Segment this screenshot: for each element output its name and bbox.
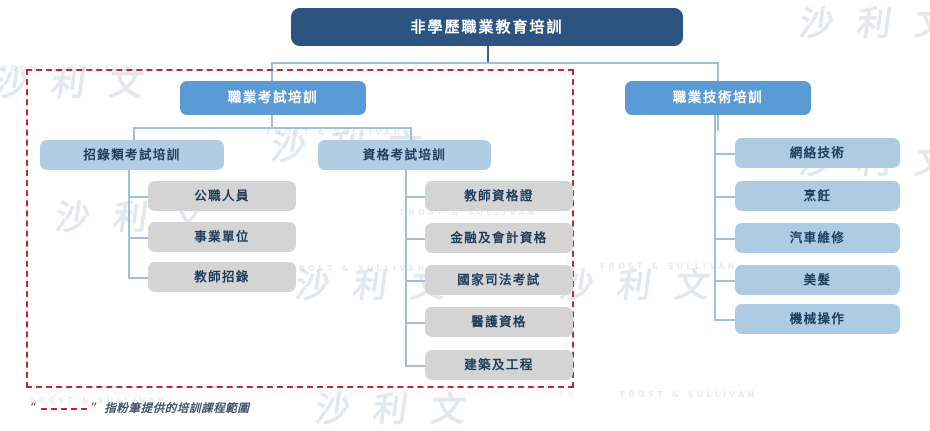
node-label: 烹飪: [803, 188, 832, 204]
watermark-cjk: 沙 利 文: [312, 390, 475, 430]
connector-to-qualification: [410, 127, 412, 141]
list-item[interactable]: 事業單位: [148, 222, 296, 252]
node-skill-training-label: 職業技術培訓: [672, 89, 764, 106]
connector-to-exam-branch: [271, 62, 273, 84]
watermark-latin: FROST & SULLIVAN: [600, 262, 738, 271]
node-label: 汽車維修: [789, 230, 846, 246]
connector-exam-stem: [271, 114, 273, 128]
watermark-latin: FROST & SULLIVAN: [2, 64, 140, 73]
watermark-latin: FROST & SULLIVAN: [266, 128, 404, 137]
connector-qualification-stub: [405, 238, 425, 240]
node-label: 教師資格證: [464, 188, 534, 204]
connector-skill-stub: [714, 153, 735, 155]
node-qualification-exam-training[interactable]: 資格考試培訓: [318, 140, 491, 170]
dashed-line-swatch-icon: [40, 408, 87, 410]
connector-root-bus: [271, 62, 718, 64]
connector-root-stem: [487, 45, 489, 63]
node-label: 網絡技術: [789, 145, 846, 161]
open-quote: “: [30, 400, 37, 416]
node-qualification-exam-training-label: 資格考試培訓: [362, 147, 447, 163]
node-label: 醫護資格: [471, 314, 527, 330]
connector-recruit-trunk: [128, 170, 130, 277]
connector-recruit-stub: [128, 196, 148, 198]
node-skill-training[interactable]: 職業技術培訓: [625, 81, 811, 115]
connector-skill-stub: [714, 196, 735, 198]
connector-skill-stub: [714, 280, 735, 282]
connector-recruit-stub: [128, 237, 148, 239]
connector-qualification-stub: [405, 322, 425, 324]
connector-skill-stem: [717, 114, 719, 131]
connector-skill-stub: [714, 238, 735, 240]
node-label: 國家司法考試: [457, 272, 541, 288]
watermark-latin: FROST & SULLIVAN: [620, 390, 758, 399]
node-root-label: 非學歷職業教育培訓: [410, 17, 564, 36]
list-item[interactable]: 教師招錄: [148, 262, 296, 292]
connector-skill-stub: [714, 319, 735, 321]
connector-skill-trunk: [714, 114, 716, 319]
list-item[interactable]: 教師資格證: [425, 181, 573, 211]
connector-exam-bus: [133, 127, 411, 129]
node-label: 事業單位: [194, 229, 250, 245]
footnote-text: 指粉筆提供的培訓課程範圍: [104, 401, 250, 415]
close-quote: ”: [90, 400, 98, 416]
connector-to-recruit: [133, 127, 135, 141]
list-item[interactable]: 公職人員: [148, 181, 296, 211]
node-label: 美髮: [803, 272, 832, 288]
node-exam-training-label: 職業考試培訓: [227, 89, 319, 106]
list-item[interactable]: 建築及工程: [425, 350, 573, 380]
footnote-legend: “ ” 指粉筆提供的培訓課程範圍: [30, 400, 250, 416]
connector-to-skill-branch: [717, 62, 719, 84]
connector-qualification-stub: [405, 280, 425, 282]
node-label: 金融及會計資格: [450, 230, 548, 246]
list-item[interactable]: 金融及會計資格: [425, 223, 573, 253]
watermark-cjk: 沙 利 文: [796, 4, 930, 44]
node-root[interactable]: 非學歷職業教育培訓: [291, 8, 683, 46]
connector-qualification-trunk: [405, 170, 407, 366]
list-item[interactable]: 網絡技術: [735, 138, 900, 168]
list-item[interactable]: 醫護資格: [425, 307, 573, 337]
list-item[interactable]: 國家司法考試: [425, 265, 573, 295]
node-label: 教師招錄: [194, 269, 250, 285]
watermark-cjk: 沙 利 文: [556, 266, 719, 306]
node-recruit-exam-training-label: 招錄類考試培訓: [83, 147, 181, 163]
connector-qualification-stub: [405, 196, 425, 198]
node-label: 建築及工程: [464, 357, 534, 373]
list-item[interactable]: 美髮: [735, 265, 900, 295]
list-item[interactable]: 烹飪: [735, 181, 900, 211]
list-item[interactable]: 機械操作: [735, 304, 900, 334]
list-item[interactable]: 汽車維修: [735, 223, 900, 253]
watermark-cjk: 沙 利 文: [0, 64, 153, 104]
connector-qualification-stub: [405, 365, 425, 367]
node-label: 公職人員: [194, 188, 250, 204]
node-exam-training[interactable]: 職業考試培訓: [180, 81, 366, 115]
node-recruit-exam-training[interactable]: 招錄類考試培訓: [40, 140, 224, 170]
connector-recruit-stub: [128, 277, 148, 279]
node-label: 機械操作: [789, 311, 846, 327]
watermark-latin: FROST & SULLIVAN: [290, 264, 428, 273]
